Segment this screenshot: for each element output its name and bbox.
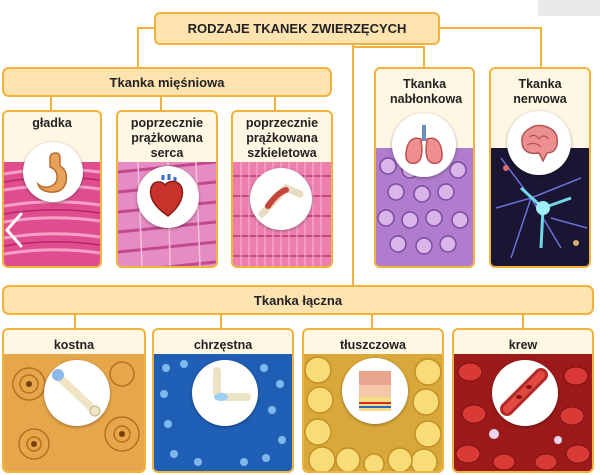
connector [540, 27, 542, 67]
bone-tissue-label: kostna [53, 338, 95, 352]
connector [137, 27, 139, 67]
previous-arrow-icon[interactable] [0, 210, 28, 250]
brain-icon [507, 111, 571, 175]
cartilage-tissue-label: chrzęstna [193, 338, 253, 352]
cartilage-tissue-card: chrzęstna [152, 328, 294, 473]
corner-overlay [538, 0, 600, 16]
knee-joint-icon [192, 360, 258, 426]
smooth-muscle-label: gładka [32, 116, 72, 130]
bone-icon [44, 360, 110, 426]
stomach-icon [23, 142, 83, 202]
connector [438, 27, 542, 29]
blood-tissue-label: krew [508, 338, 538, 352]
adipose-tissue-card: tłuszczowa [302, 328, 444, 473]
connector [352, 46, 424, 48]
connective-tissue-header: Tkanka łączna [2, 285, 594, 315]
connector [274, 96, 276, 110]
blood-vessel-icon [492, 360, 558, 426]
muscle-tissue-header: Tkanka mięśniowa [2, 67, 332, 97]
blood-tissue-card: krew [452, 328, 594, 473]
connector [423, 46, 425, 67]
adipose-tissue-label: tłuszczowa [340, 338, 406, 352]
lungs-icon [392, 113, 456, 177]
bone-tissue-card: kostna [2, 328, 146, 473]
connector [137, 27, 156, 29]
cardiac-muscle-card: poprzecznie prążkowana serca [116, 110, 218, 268]
heart-icon [137, 166, 199, 228]
connector [352, 44, 354, 286]
connector [220, 314, 222, 328]
connector [74, 314, 76, 328]
nervous-tissue-label: Tkanka nerwowa [513, 77, 567, 106]
cardiac-muscle-label: poprzecznie prążkowana serca [130, 116, 204, 160]
epithelial-tissue-card: Tkanka nabłonkowa [374, 67, 475, 268]
arm-muscle-icon [250, 168, 312, 230]
epithelial-tissue-texture [376, 148, 473, 266]
connector [160, 96, 162, 110]
connector [371, 314, 373, 328]
epithelial-tissue-label: Tkanka nabłonkowa [390, 77, 463, 106]
nervous-tissue-card: Tkanka nerwowa [489, 67, 591, 268]
connector [522, 314, 524, 328]
connector [50, 96, 52, 110]
diagram-title: RODZAJE TKANEK ZWIERZĘCYCH [154, 12, 440, 45]
skeletal-muscle-label: poprzecznie prążkowana szkieletowa [245, 116, 319, 160]
skeletal-muscle-card: poprzecznie prążkowana szkieletowa [231, 110, 333, 268]
skin-section-icon [342, 358, 408, 424]
smooth-muscle-card: gładka [2, 110, 102, 268]
